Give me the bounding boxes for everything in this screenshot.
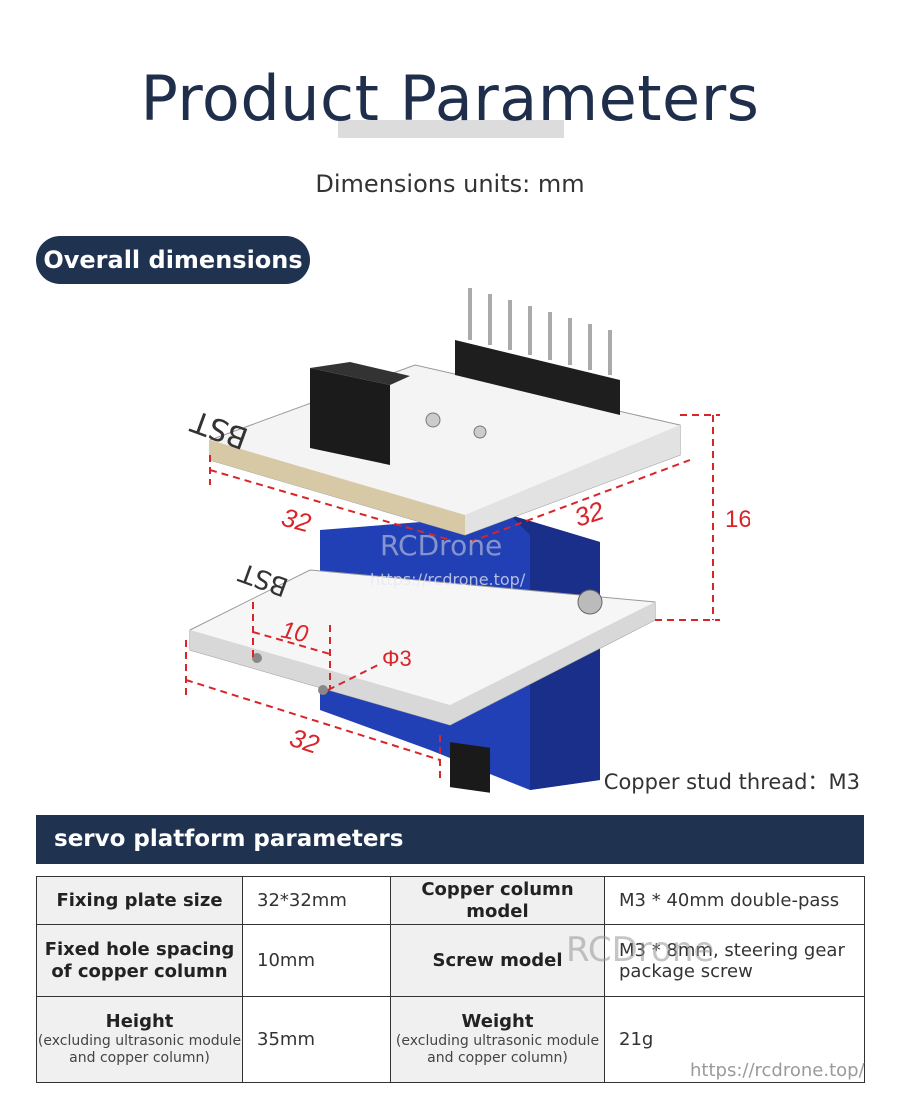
param-value: 10mm [242, 924, 391, 997]
plate-marking: BST [235, 556, 292, 601]
param-label: Screw model [390, 924, 605, 997]
overall-dimensions-badge: Overall dimensions [36, 236, 310, 284]
param-sublabel: (excluding ultrasonic module and copper … [37, 1032, 242, 1067]
dim-hole-diameter: Φ3 [382, 646, 412, 671]
param-value: M3 * 40mm double-pass [604, 876, 865, 925]
table-row: Height (excluding ultrasonic module and … [36, 996, 865, 1083]
dimension-lines [185, 414, 720, 780]
watermark-url-figure: https://rcdrone.top/ [370, 570, 526, 589]
section-title: servo platform parameters [36, 815, 864, 864]
dim-board-left: 32 [278, 502, 314, 539]
param-value: 32*32mm [242, 876, 391, 925]
title-underline-bar [338, 120, 564, 138]
param-label: Height [105, 1011, 174, 1033]
watermark-brand: RCDrone [566, 930, 715, 970]
pin-header [455, 288, 620, 415]
param-value: 35mm [242, 996, 391, 1083]
parameters-table: Fixing plate size 32*32mm Copper column … [36, 876, 865, 1083]
param-label: Fixed hole spacing of copper column [36, 924, 243, 997]
dim-height: 16 [725, 506, 750, 533]
board-marking: BST [186, 403, 253, 456]
page-title: Product Parameters [140, 62, 760, 135]
param-sublabel: (excluding ultrasonic module and copper … [395, 1032, 600, 1067]
dim-hole-spacing: 10 [279, 616, 311, 648]
param-value: 21g [604, 996, 865, 1083]
title-wrap: Product Parameters [0, 62, 900, 135]
units-subtitle: Dimensions units: mm [315, 170, 585, 198]
param-label: Fixing plate size [36, 876, 243, 925]
table-row: Fixed hole spacing of copper column 10mm… [36, 924, 865, 997]
dim-board-right: 32 [571, 495, 608, 533]
sensor-board: BST [186, 288, 681, 536]
product-illustration: BST BST 32 32 16 32 10 Φ3 RCDrone https:… [185, 288, 750, 793]
copper-stud-thread-note: Copper stud thread：M3 [603, 770, 860, 794]
table-row: Fixing plate size 32*32mm Copper column … [36, 876, 865, 925]
param-value: M3 * 8mm, steering gear package screw [604, 924, 865, 997]
dim-plate-width: 32 [286, 722, 323, 760]
watermark-url: https://rcdrone.top/ [690, 1060, 865, 1081]
param-label: Weight [461, 1011, 534, 1033]
param-label: Copper column model [390, 876, 605, 925]
watermark-brand-figure: RCDrone [380, 529, 502, 562]
param-label-cell: Height (excluding ultrasonic module and … [36, 996, 243, 1083]
param-label-cell: Weight (excluding ultrasonic module and … [390, 996, 605, 1083]
